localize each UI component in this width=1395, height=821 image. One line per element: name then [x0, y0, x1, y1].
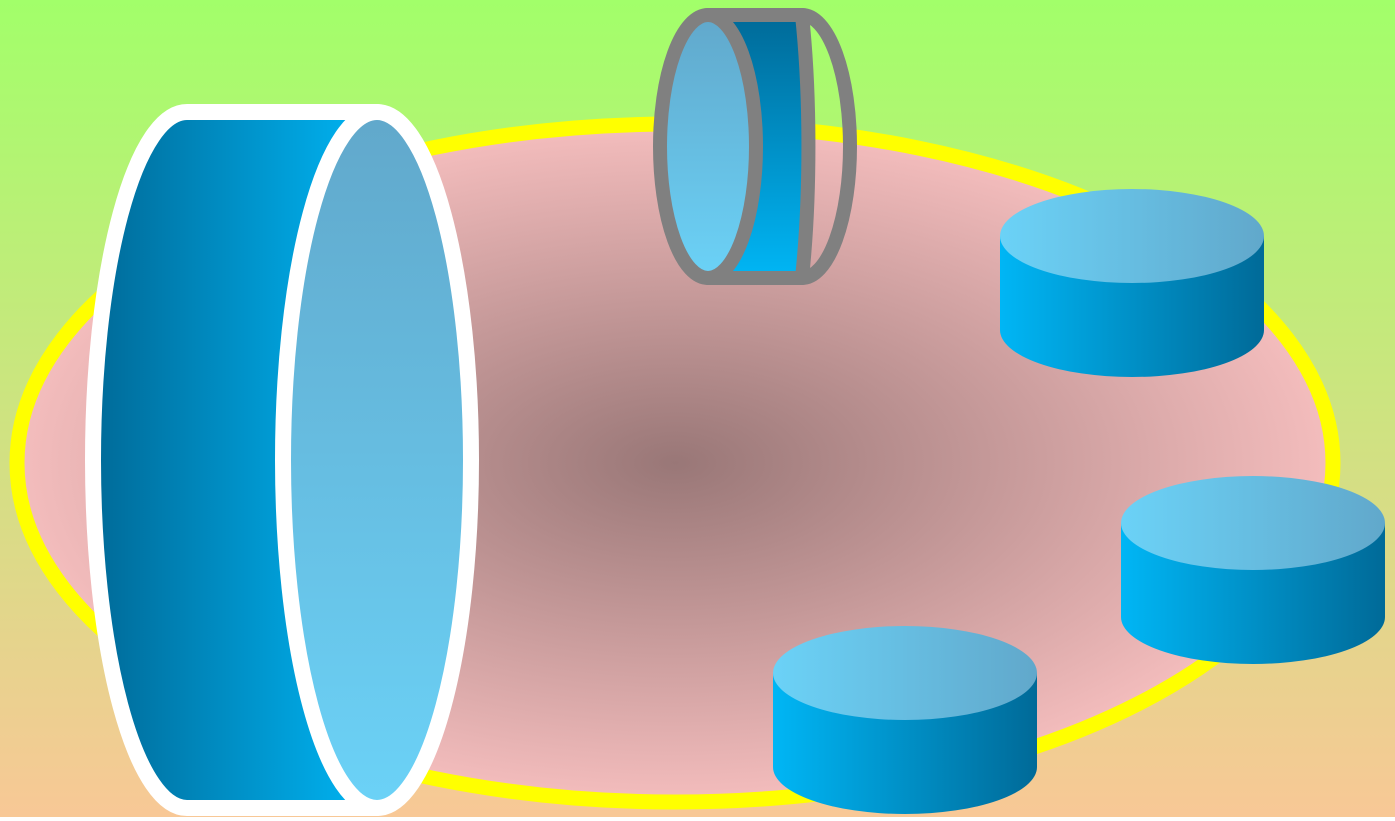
- disk-top: [773, 626, 1037, 720]
- disk-cylinder-bottom: [773, 626, 1037, 814]
- large-horizontal-cylinder: [93, 112, 471, 808]
- disk-cylinder-right: [1121, 476, 1385, 664]
- disk-top: [1121, 476, 1385, 570]
- disk-top: [1000, 189, 1264, 283]
- disk-cylinder-upper-right: [1000, 189, 1264, 377]
- small-cylinder-end-face: [660, 15, 756, 278]
- large-cylinder-end-face: [283, 112, 471, 808]
